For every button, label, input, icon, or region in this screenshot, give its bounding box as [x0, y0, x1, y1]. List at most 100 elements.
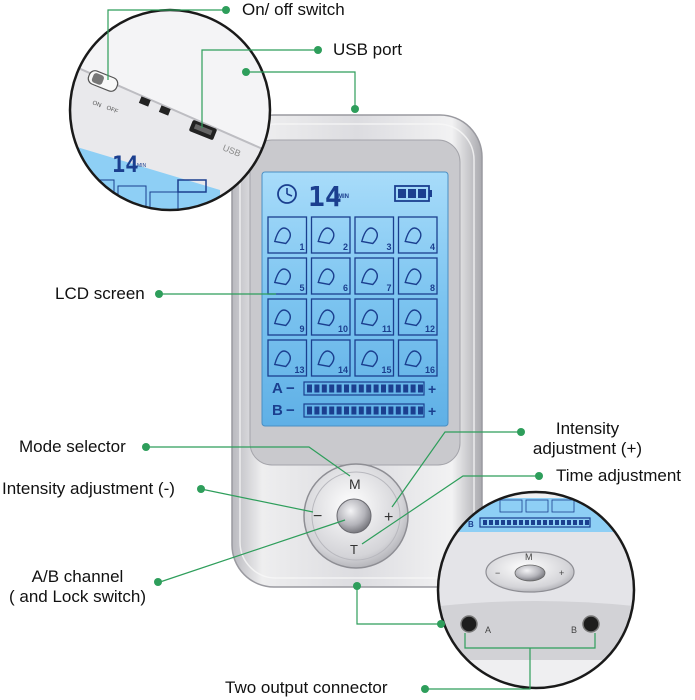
dot-mode — [142, 443, 150, 451]
intensity-segment — [344, 406, 349, 415]
inset-channel-b: B — [468, 520, 474, 529]
mode-number: 3 — [386, 242, 391, 252]
output-jack-b[interactable] — [582, 615, 600, 633]
inset-timer-unit: MIN — [137, 163, 147, 169]
intensity-segment — [358, 406, 364, 415]
intensity-minus-button[interactable]: − — [313, 508, 322, 525]
intensity-segment — [321, 406, 327, 415]
jack-a-label: A — [485, 625, 491, 635]
ab-channel-button[interactable] — [336, 498, 372, 534]
intensity-segment — [388, 384, 394, 393]
label-ab-channel-line2: ( and Lock switch) — [9, 587, 146, 606]
leader-intensity-minus — [200, 488, 314, 513]
intensity-segment — [307, 406, 312, 415]
label-intensity-plus: Intensity adjustment (+) — [515, 419, 660, 459]
mode-number: 4 — [430, 242, 435, 252]
intensity-segment — [567, 520, 571, 525]
leader-mode — [146, 446, 351, 477]
mode-number: 9 — [299, 324, 304, 334]
mode-pictogram-icon — [360, 309, 378, 327]
switch-off-text: OFF — [105, 105, 119, 115]
time-button-t[interactable]: T — [350, 542, 358, 557]
intensity-segment — [418, 406, 423, 415]
inset-button-minus: − — [495, 568, 500, 578]
intensity-segment — [513, 520, 517, 525]
intensity-segment — [373, 384, 379, 393]
intensity-segment — [483, 520, 487, 525]
timer-unit: MIN — [338, 194, 349, 200]
battery-icon — [394, 185, 432, 202]
intensity-segment — [336, 406, 342, 415]
mode-number: 11 — [382, 324, 392, 334]
inset-timer-digits: 14 — [112, 153, 139, 178]
output-jack-a[interactable] — [460, 615, 478, 633]
intensity-segment — [366, 384, 372, 393]
intensity-segment — [351, 384, 357, 393]
mode-cell — [354, 298, 395, 336]
mode-pictogram-icon — [273, 350, 291, 368]
label-on-off-switch: On/ off switch — [242, 0, 345, 19]
dot-jacks — [437, 620, 445, 628]
mode-number: 14 — [338, 365, 348, 375]
intensity-segment — [388, 406, 394, 415]
intensity-segment — [495, 520, 499, 525]
intensity-segment — [373, 406, 379, 415]
label-intensity-plus-line1: Intensity — [555, 419, 620, 438]
mode-cell — [267, 216, 308, 254]
mode-cell — [267, 298, 308, 336]
dot-output — [421, 685, 429, 693]
intensity-segment — [314, 406, 320, 415]
leader-device-top — [246, 71, 356, 108]
mode-cell — [397, 298, 438, 336]
mode-cell — [267, 339, 308, 377]
mode-cell — [310, 298, 351, 336]
dot-device-top-b — [351, 105, 359, 113]
intensity-segment — [410, 406, 416, 415]
dot-lcd — [155, 290, 163, 298]
label-lcd-screen: LCD screen — [55, 284, 145, 303]
dot-ab-channel — [154, 578, 162, 586]
switch-on-text: ON — [91, 100, 102, 109]
mode-button-m[interactable]: M — [349, 476, 361, 492]
intensity-segment — [525, 520, 529, 525]
mode-cell — [397, 216, 438, 254]
intensity-segment — [519, 520, 523, 525]
dot-device-bottom — [353, 582, 361, 590]
label-ab-channel: A/B channel ( and Lock switch) — [0, 567, 155, 607]
inset-intensity-bar — [479, 517, 591, 528]
intensity-plus-button[interactable]: + — [384, 509, 393, 526]
mode-pictogram-icon — [317, 227, 335, 245]
clock-icon — [277, 184, 297, 204]
intensity-segment — [537, 520, 541, 525]
intensity-segment — [329, 406, 335, 415]
intensity-segment — [381, 406, 386, 415]
leader-time — [361, 475, 538, 545]
intensity-segment — [351, 406, 357, 415]
leader-device-bottom — [356, 586, 441, 625]
label-time-adjustment: Time adjustment — [556, 466, 682, 485]
mode-cell — [397, 339, 438, 377]
channel-a-minus: − — [286, 380, 295, 397]
mode-pictogram-icon — [404, 268, 422, 286]
leader-usb — [201, 49, 316, 128]
intensity-segment — [321, 384, 327, 393]
intensity-segment — [410, 384, 416, 393]
timer-digits: 14 — [308, 180, 342, 213]
intensity-segment — [507, 520, 511, 525]
intensity-segment — [403, 384, 409, 393]
intensity-segment — [358, 384, 364, 393]
channel-a-plus: + — [428, 381, 436, 397]
mode-number: 15 — [381, 365, 391, 375]
intensity-segment — [579, 520, 583, 525]
intensity-segment — [344, 384, 349, 393]
intensity-segment — [336, 384, 342, 393]
mode-pictogram-icon — [360, 268, 378, 286]
intensity-segment — [307, 384, 312, 393]
mode-cell — [310, 216, 351, 254]
intensity-segment — [489, 520, 493, 525]
mode-number: 5 — [299, 283, 304, 293]
mode-number: 10 — [338, 324, 348, 334]
channel-a-label: A — [272, 380, 283, 397]
mode-pictogram-icon — [404, 227, 422, 245]
